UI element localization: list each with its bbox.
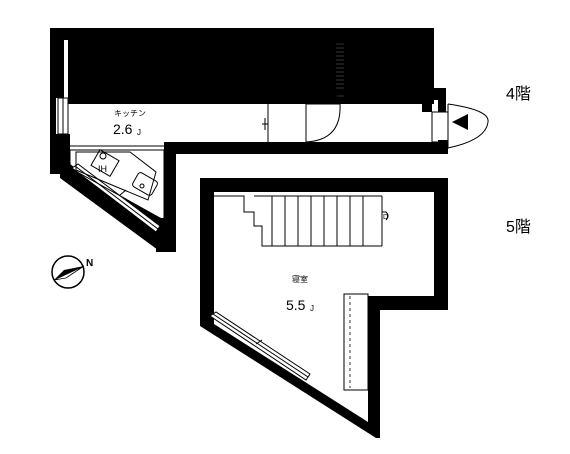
ih-label: IH — [98, 164, 107, 174]
closet — [343, 293, 369, 391]
bedroom-unit: J — [310, 304, 314, 313]
bedroom-label: 寝室 — [292, 274, 308, 284]
floor-5f-plan: D 寝室 5.5 J 5階 — [200, 178, 531, 438]
stairs-4f — [68, 39, 239, 103]
kitchen-size: 2.6 — [113, 121, 133, 137]
kitchen-counter — [69, 145, 165, 221]
floor-4-label: 4階 — [506, 85, 531, 103]
kitchen-label: キッチン — [114, 109, 146, 118]
toilet — [275, 41, 313, 83]
kitchen-unit: J — [137, 128, 141, 137]
bath-door — [305, 103, 341, 143]
stairs-5f — [214, 195, 389, 247]
stair-down-mark: D — [383, 214, 388, 221]
floor-4f-plan: IH キッチン 2.6 J — [50, 28, 531, 252]
entrance-door — [447, 103, 489, 149]
entrance-arrow-icon — [452, 114, 468, 130]
floor-5-label: 5階 — [506, 218, 531, 236]
floor-4f-walls — [50, 28, 448, 250]
bedroom-size: 5.5 — [286, 297, 306, 313]
bathtub — [345, 45, 403, 91]
compass-north-label: N — [86, 258, 93, 269]
compass-icon — [51, 255, 85, 289]
